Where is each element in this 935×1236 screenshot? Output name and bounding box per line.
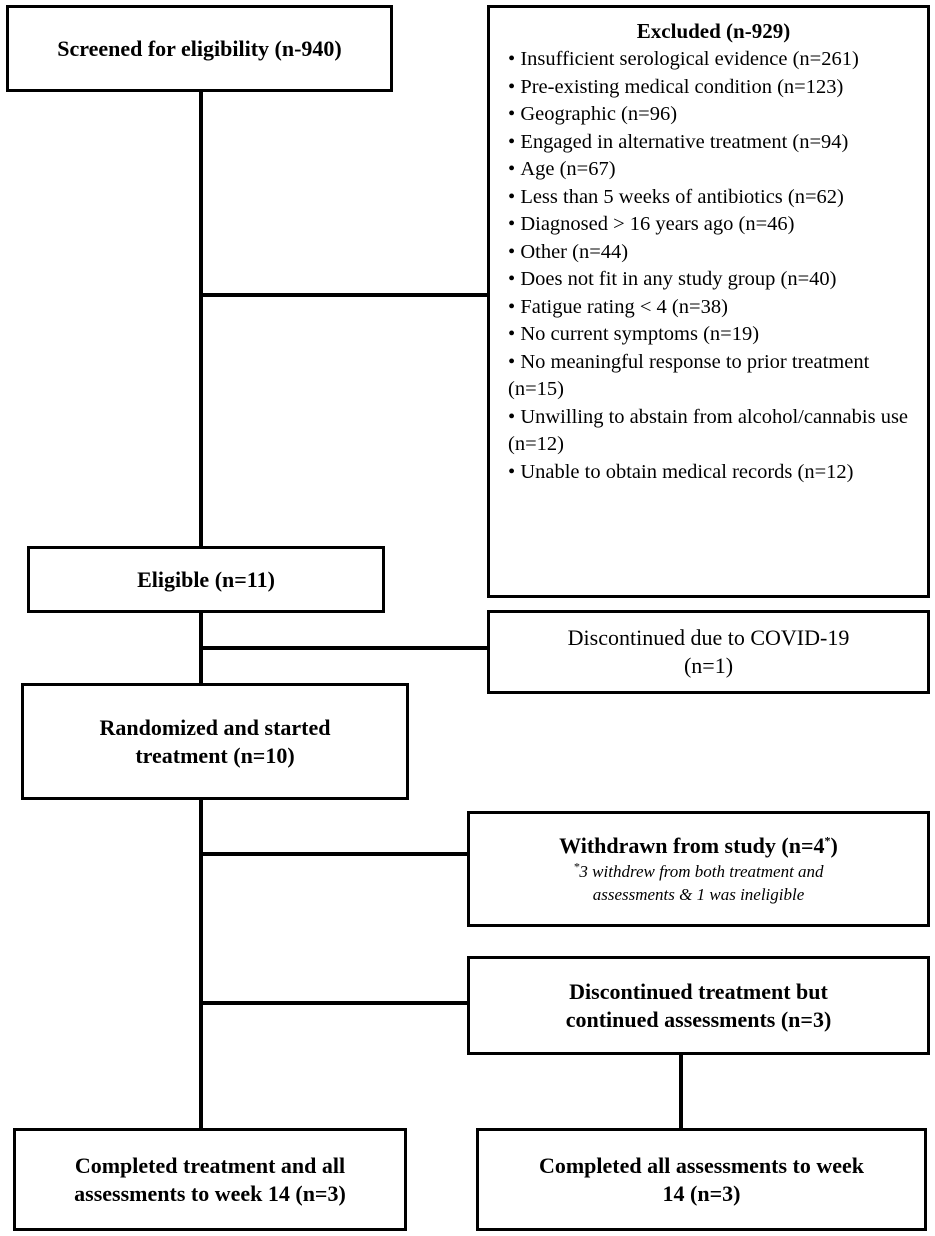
exclusion-reason: Fatigue rating < 4 (n=38) (508, 294, 919, 322)
discontinued-line-2: continued assessments (n=3) (565, 1006, 832, 1032)
main-trunk-line (199, 90, 203, 548)
excluded-title: Excluded (n-929) (636, 19, 791, 43)
eligible-box: Eligible (n=11) (27, 546, 385, 613)
exclusion-reason: Diagnosed > 16 years ago (n=46) (508, 211, 919, 239)
exclusion-reason: Other (n=44) (508, 239, 919, 267)
discontinued-box: Discontinued treatment but continued ass… (467, 956, 930, 1055)
withdrawn-note-line-1: *3 withdrew from both treatment and (573, 860, 823, 883)
exclusion-reason: Insufficient serological evidence (n=261… (508, 46, 919, 74)
randomized-box: Randomized and started treatment (n=10) (21, 683, 409, 800)
eligible-label: Eligible (n=11) (137, 566, 275, 592)
randomized-trunk-line (199, 798, 203, 1130)
covid-branch-line (199, 646, 489, 650)
withdrawn-note-line-2: assessments & 1 was ineligible (592, 885, 805, 904)
screened-label: Screened for eligibility (n-940) (57, 35, 342, 61)
withdrawn-title: Withdrawn from study (n=4*) (559, 832, 838, 860)
exclusion-reason: Geographic (n=96) (508, 101, 919, 129)
withdrawn-note-mark: * (573, 859, 580, 874)
withdrawn-branch-line (199, 852, 469, 856)
discontinued-branch-line (199, 1001, 469, 1005)
completed-assessments-line-1: Completed all assessments to week (538, 1152, 865, 1178)
excluded-box: Excluded (n-929) Insufficient serologica… (487, 5, 930, 598)
exclusion-reason: Engaged in alternative treatment (n=94) (508, 129, 919, 157)
exclusion-reason: Unwilling to abstain from alcohol/cannab… (508, 404, 919, 459)
completed-assessments-box: Completed all assessments to week 14 (n=… (476, 1128, 927, 1231)
discontinued-down-line (679, 1053, 683, 1130)
covid-line-1: Discontinued due to COVID-19 (567, 625, 850, 650)
withdrawn-box: Withdrawn from study (n=4*) *3 withdrew … (467, 811, 930, 927)
completed-treatment-line-2: assessments to week 14 (n=3) (74, 1180, 346, 1206)
withdrawn-title-close: ) (830, 833, 838, 858)
withdrawn-note-text: 3 withdrew from both treatment and (579, 862, 824, 881)
exclusion-reason: No current symptoms (n=19) (508, 321, 919, 349)
covid-discontinued-box: Discontinued due to COVID-19 (n=1) (487, 610, 930, 694)
completed-treatment-line-1: Completed treatment and all (74, 1152, 346, 1178)
withdrawn-title-text: Withdrawn from study (n=4 (559, 833, 825, 858)
completed-assessments-line-2: 14 (n=3) (662, 1180, 741, 1206)
withdrawn-footnote-mark: * (824, 833, 831, 848)
discontinued-line-1: Discontinued treatment but (569, 978, 828, 1004)
randomized-line-2: treatment (n=10) (135, 742, 295, 768)
exclusion-reason: Unable to obtain medical records (n=12) (508, 459, 919, 487)
exclusion-reason: No meaningful response to prior treatmen… (508, 349, 919, 404)
exclusion-reason: Does not fit in any study group (n=40) (508, 266, 919, 294)
covid-line-2: (n=1) (683, 653, 734, 678)
exclusion-reason: Age (n=67) (508, 156, 919, 184)
completed-treatment-box: Completed treatment and all assessments … (13, 1128, 407, 1231)
exclusion-reason: Less than 5 weeks of antibiotics (n=62) (508, 184, 919, 212)
randomized-line-1: Randomized and started (99, 714, 331, 740)
exclusion-branch-line (199, 293, 489, 297)
screened-box: Screened for eligibility (n-940) (6, 5, 393, 92)
exclusion-reasons-list: Insufficient serological evidence (n=261… (508, 46, 919, 486)
exclusion-reason: Pre-existing medical condition (n=123) (508, 74, 919, 102)
